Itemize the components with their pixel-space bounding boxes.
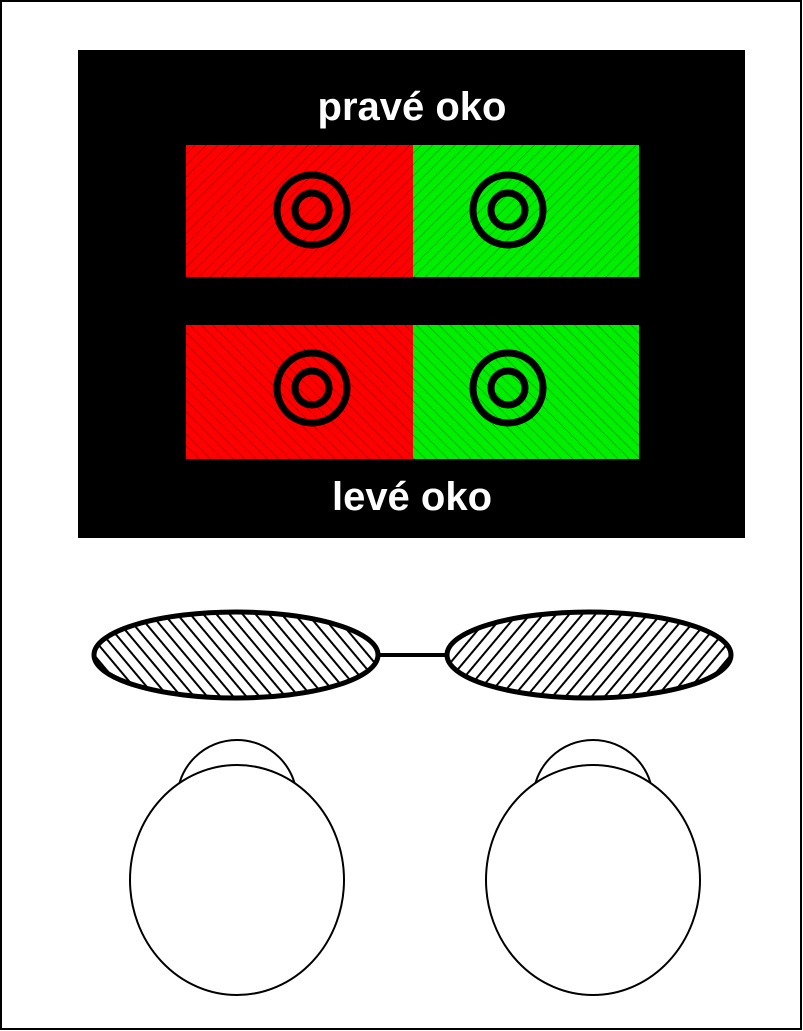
glasses-lens-icon [94, 612, 378, 698]
panel-row-bottom [186, 325, 639, 459]
red-filter-cell [186, 325, 413, 459]
right-eye-label: pravé oko [318, 85, 507, 129]
glasses-lens-icon [447, 612, 731, 698]
red-filter-cell [186, 145, 413, 277]
panel-row-top [186, 145, 639, 277]
left-eye-label: levé oko [332, 475, 492, 519]
